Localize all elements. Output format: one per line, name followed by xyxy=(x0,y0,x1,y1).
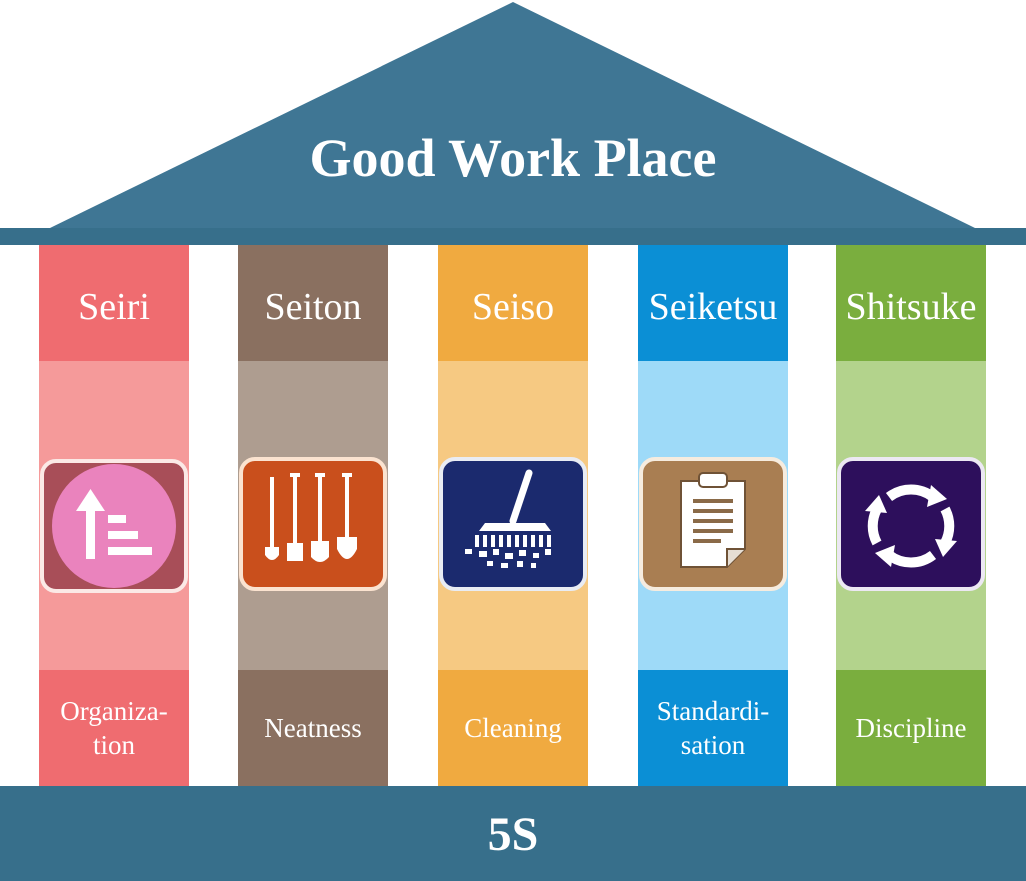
cycle-arrows-icon xyxy=(837,457,985,591)
sort-ascending-icon xyxy=(40,459,188,593)
pillar-bottom xyxy=(39,670,189,786)
pillar-top xyxy=(39,245,189,361)
pillar-description: Neatness xyxy=(264,713,362,743)
pillar-description: Standardi-sation xyxy=(656,696,770,760)
foundation-label: 5S xyxy=(487,808,539,861)
pillar-description: Cleaning xyxy=(464,713,562,743)
pillar-name: Seiso xyxy=(471,286,555,328)
pillar-top xyxy=(638,245,788,361)
pillar-top xyxy=(238,245,388,361)
roof xyxy=(0,2,1026,245)
pillar-bottom xyxy=(836,670,986,786)
roof-triangle xyxy=(50,2,975,228)
clipboard-icon xyxy=(639,457,787,591)
foundation xyxy=(0,786,1026,881)
pillar-top xyxy=(438,245,588,361)
pillar-top xyxy=(836,245,986,361)
pillar-bottom xyxy=(238,670,388,786)
pillar-name: Shitsuke xyxy=(845,286,977,328)
pillar-description: Discipline xyxy=(855,713,967,743)
pillar-bottom xyxy=(638,670,788,786)
roof-beam xyxy=(0,228,1026,245)
pillar-description: Organiza-tion xyxy=(60,696,168,760)
tools-icon xyxy=(239,457,387,591)
pillar-bottom xyxy=(438,670,588,786)
pillar-name: Seiri xyxy=(78,286,150,328)
pillar-name: Seiketsu xyxy=(648,286,778,328)
roof-title: Good Work Place xyxy=(309,128,717,188)
pillar-name: Seiton xyxy=(264,286,362,328)
broom-icon xyxy=(439,457,587,591)
